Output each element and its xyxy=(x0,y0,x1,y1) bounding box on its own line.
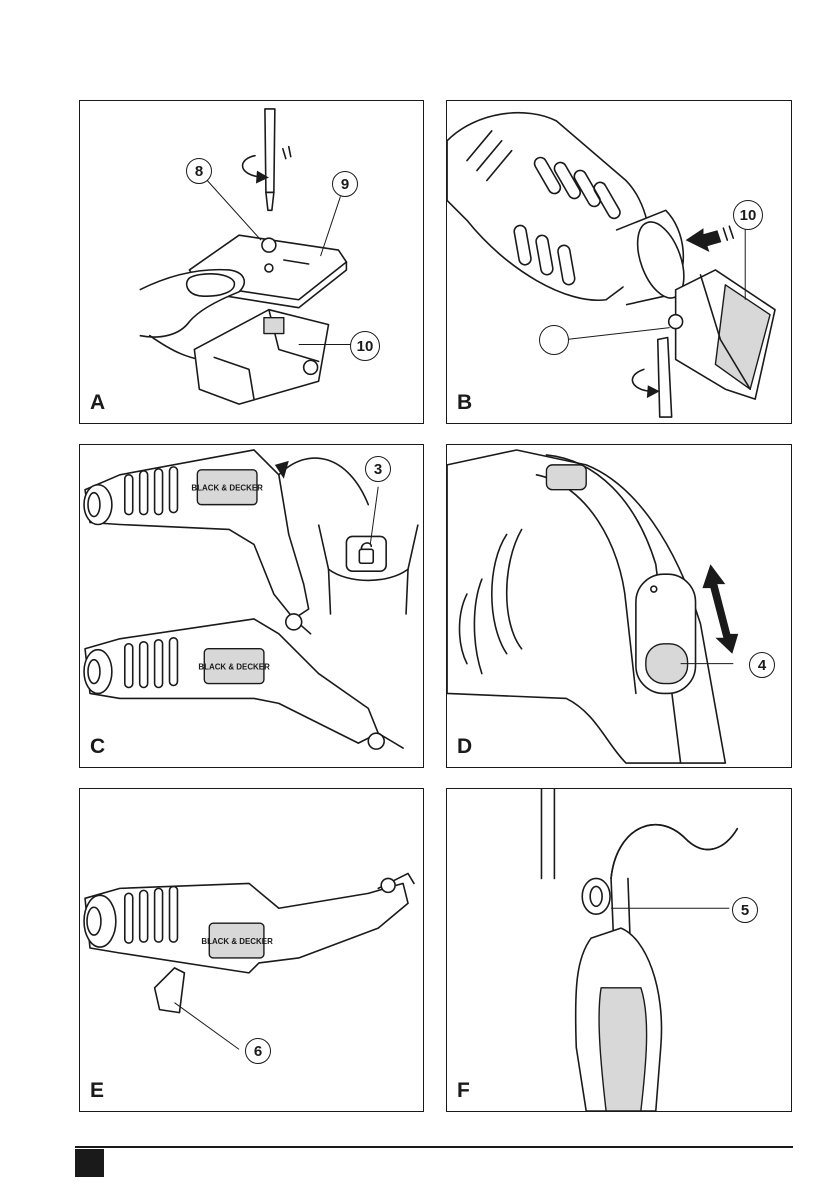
callout-10: 10 xyxy=(733,200,763,230)
slide-arrow-icon xyxy=(702,564,738,653)
slide-switch-illustration xyxy=(447,445,791,767)
callout-9: 9 xyxy=(332,171,358,197)
panel-letter: C xyxy=(90,735,105,759)
rotate-arrow-icon xyxy=(632,369,659,398)
handle-position-illustration: BLACK & DECKER BLACK & DECKER xyxy=(80,445,423,767)
panel-letter: E xyxy=(90,1079,104,1103)
screwdriver-icon xyxy=(658,338,672,418)
panel-letter: F xyxy=(457,1079,470,1103)
callout-3: 3 xyxy=(365,456,391,482)
callout-10: 10 xyxy=(350,331,380,361)
figure-panel-d: 4 D xyxy=(446,444,792,768)
screwdriver-icon xyxy=(265,109,275,210)
brand-label: BLACK & DECKER xyxy=(198,663,270,672)
callout-4: 4 xyxy=(749,652,775,678)
page-marker-box xyxy=(75,1149,104,1177)
figure-panel-f: 5 F xyxy=(446,788,792,1112)
brand-label: BLACK & DECKER xyxy=(191,484,263,493)
hanging-loop-illustration xyxy=(447,789,791,1111)
callout-8: 8 xyxy=(186,158,212,184)
callout-blank xyxy=(539,325,569,355)
callout-6: 6 xyxy=(245,1038,271,1064)
figure-panel-b: 10 B xyxy=(446,100,792,424)
callout-5: 5 xyxy=(732,897,758,923)
footer-rule xyxy=(75,1146,793,1148)
push-arrow-icon xyxy=(686,226,734,252)
panel-letter: A xyxy=(90,391,105,415)
figure-panel-e: BLACK & DECKER 6 E xyxy=(79,788,424,1112)
figure-panel-a: 8 9 10 A xyxy=(79,100,424,424)
nozzle-fitting-illustration xyxy=(447,101,791,423)
nozzle-screw-illustration xyxy=(80,101,423,423)
panel-letter: B xyxy=(457,391,472,415)
panel-letter: D xyxy=(457,735,472,759)
brand-label: BLACK & DECKER xyxy=(201,937,273,946)
figure-panel-c: BLACK & DECKER BLACK & DECKER 3 C xyxy=(79,444,424,768)
